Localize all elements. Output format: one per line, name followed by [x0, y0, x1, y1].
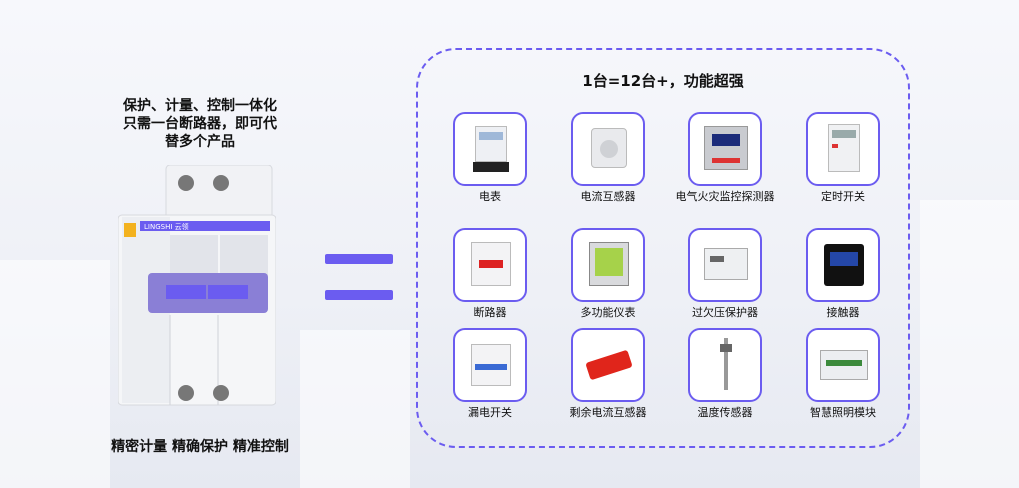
circuit-breaker-icon: [453, 228, 527, 302]
panel-title: 1台=12台+，功能超强: [582, 72, 744, 90]
current-transformer-icon: [571, 112, 645, 186]
feature-label: 多功能仪表: [580, 306, 636, 319]
lighting-module-icon: [806, 328, 880, 402]
feature-label: 定时开关: [821, 190, 865, 203]
feature-label: 电表: [479, 190, 501, 203]
feature-panel: 1台=12台+，功能超强: [416, 48, 910, 448]
smart-breaker-image: LINGSHI 云领: [117, 164, 277, 413]
feature-label: 漏电开关: [468, 406, 512, 419]
feature-item-residual-current-transformer: 剩余电流互感器: [553, 328, 663, 420]
feature-item-leakage-switch: 漏电开关: [435, 328, 545, 420]
feature-item-circuit-breaker: 断路器: [435, 228, 545, 320]
feature-label: 电流互感器: [580, 190, 636, 203]
feature-label: 过欠压保护器: [692, 306, 758, 319]
feature-label: 接触器: [826, 306, 860, 319]
contactor-icon: [806, 228, 880, 302]
feature-item-electric-meter: 电表: [435, 112, 545, 204]
fire-monitor-icon: [688, 112, 762, 186]
feature-item-temperature-sensor: 温度传感器: [670, 328, 780, 420]
equals-sign-bar: [325, 254, 393, 264]
multifunction-meter-icon: [571, 228, 645, 302]
headline: 保护、计量、控制一体化只需一台断路器，即可代替多个产品: [123, 98, 277, 150]
leakage-switch-icon: [453, 328, 527, 402]
equals-sign-bar: [325, 290, 393, 300]
temperature-sensor-icon: [688, 328, 762, 402]
brand-logo: LINGSHI 云领: [144, 222, 189, 231]
feature-label: 智慧照明模块: [810, 406, 876, 419]
tagline: 精密计量 精确保护 精准控制: [111, 439, 289, 455]
feature-item-fire-monitor: 电气火灾监控探测器: [670, 112, 780, 204]
feature-label: 电气火灾监控探测器: [675, 190, 775, 203]
background-building: [0, 260, 110, 488]
feature-item-timer-switch: 定时开关: [788, 112, 898, 204]
feature-item-multifunction-meter: 多功能仪表: [553, 228, 663, 320]
feature-label: 温度传感器: [697, 406, 753, 419]
background-building: [920, 200, 1019, 488]
feature-item-voltage-protector: 过欠压保护器: [670, 228, 780, 320]
feature-label: 剩余电流互感器: [569, 406, 647, 419]
residual-current-transformer-icon: [571, 328, 645, 402]
electric-meter-icon: [453, 112, 527, 186]
background-building: [300, 330, 410, 488]
voltage-protector-icon: [688, 228, 762, 302]
feature-item-current-transformer: 电流互感器: [553, 112, 663, 204]
feature-item-lighting-module: 智慧照明模块: [788, 328, 898, 420]
feature-label: 断路器: [473, 306, 507, 319]
timer-switch-icon: [806, 112, 880, 186]
feature-item-contactor: 接触器: [788, 228, 898, 320]
